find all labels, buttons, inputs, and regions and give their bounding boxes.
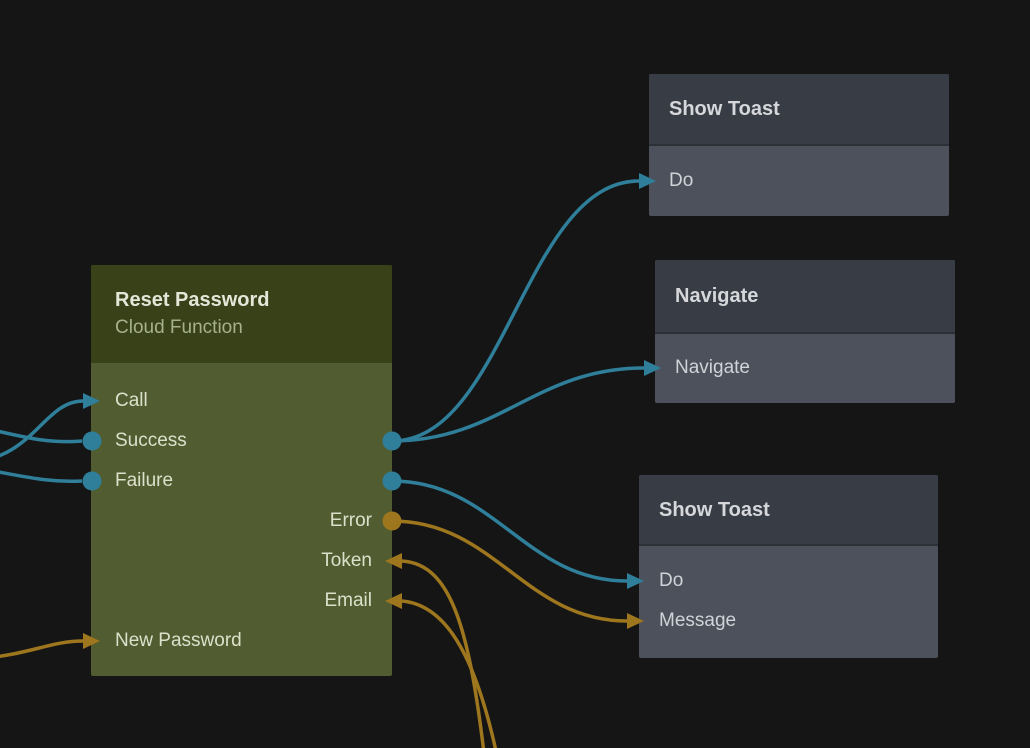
port-label-success: Success bbox=[115, 430, 187, 451]
port-label-message: Message bbox=[659, 610, 737, 631]
port-row-email[interactable]: Email bbox=[91, 581, 392, 621]
node-navigate-header[interactable]: Navigate bbox=[655, 260, 955, 332]
port-row-do[interactable]: Do bbox=[639, 561, 938, 601]
node-title: Show Toast bbox=[659, 498, 770, 521]
edge-success-to-offscreen-left[interactable] bbox=[0, 426, 83, 444]
port-row-call[interactable]: Call bbox=[91, 381, 392, 421]
edge-offscreen-to-call[interactable] bbox=[0, 399, 84, 462]
port-label-error: Error bbox=[329, 510, 372, 531]
port-row-failure[interactable]: Failure bbox=[91, 461, 392, 501]
node-title: Navigate bbox=[675, 285, 759, 307]
edge-offscreen-to-new-password[interactable] bbox=[0, 639, 84, 659]
port-row-message[interactable]: Message bbox=[639, 601, 938, 641]
edge-failure-to-offscreen-left[interactable] bbox=[0, 468, 83, 484]
edge-offscreen-bottom-to-token[interactable] bbox=[401, 559, 486, 748]
port-label-failure: Failure bbox=[115, 470, 174, 491]
node-title: Reset Password bbox=[115, 289, 270, 311]
port-row-token[interactable]: Token bbox=[91, 541, 392, 581]
node-show-toast-bottom[interactable]: Show Toast Do Message bbox=[639, 475, 938, 658]
port-label-do: Do bbox=[669, 170, 694, 191]
port-row-success[interactable]: Success bbox=[91, 421, 392, 461]
port-label-navigate: Navigate bbox=[675, 357, 750, 378]
node-show-toast-top-header[interactable]: Show Toast bbox=[649, 74, 949, 144]
node-show-toast-bottom-header[interactable]: Show Toast bbox=[639, 475, 938, 544]
port-row-new-password[interactable]: New Password bbox=[91, 621, 392, 661]
node-reset-password[interactable]: Reset Password Cloud Function Call Succe… bbox=[91, 265, 392, 676]
node-subtitle: Cloud Function bbox=[115, 317, 243, 338]
port-row-navigate[interactable]: Navigate bbox=[655, 348, 955, 388]
port-row-do[interactable]: Do bbox=[649, 161, 949, 201]
port-label-token: Token bbox=[321, 550, 372, 571]
edge-success-to-navigate[interactable] bbox=[391, 366, 645, 443]
node-title: Show Toast bbox=[669, 98, 780, 120]
edge-success-to-show-toast-do[interactable] bbox=[391, 179, 640, 443]
edge-offscreen-bottom-to-email[interactable] bbox=[401, 599, 500, 748]
edge-error-to-show-toast2-message[interactable] bbox=[391, 519, 628, 623]
port-label-email: Email bbox=[324, 590, 372, 611]
port-row-error[interactable]: Error bbox=[91, 501, 392, 541]
port-label-do: Do bbox=[659, 570, 684, 591]
node-navigate[interactable]: Navigate Navigate bbox=[655, 260, 955, 403]
edge-failure-to-show-toast2-do[interactable] bbox=[391, 479, 628, 583]
node-show-toast-top[interactable]: Show Toast Do bbox=[649, 74, 949, 216]
node-reset-password-header[interactable]: Reset Password Cloud Function bbox=[91, 265, 392, 363]
port-label-new-password: New Password bbox=[115, 630, 242, 651]
port-label-call: Call bbox=[115, 390, 148, 411]
